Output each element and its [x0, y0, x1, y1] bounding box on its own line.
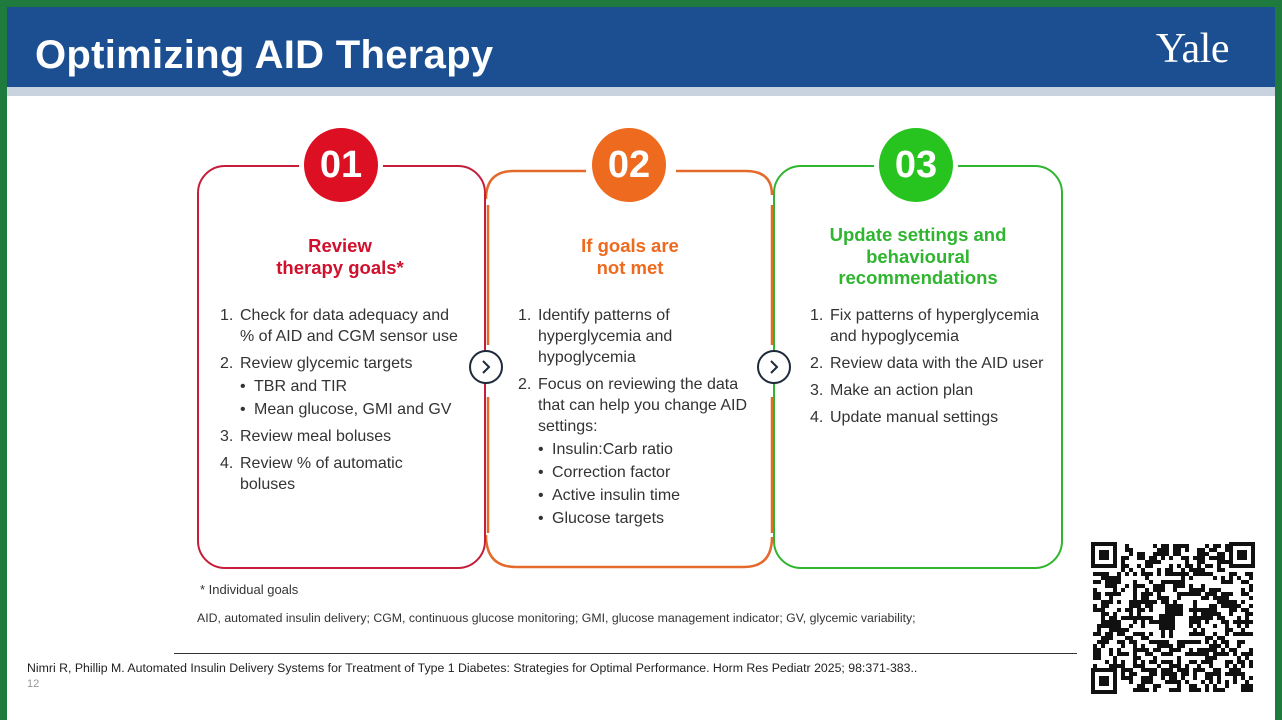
list-item: 1. Fix patterns of hyperglycemia and hyp… [810, 307, 1039, 345]
sub-item: •Mean glucose, GMI and GV [240, 401, 452, 418]
sub-item: •TBR and TIR [240, 378, 348, 395]
sub-item: •Correction factor [538, 464, 671, 481]
list-item: 2. Review glycemic targets •TBR and TIR … [220, 353, 460, 420]
list-item: 1. Identify patterns of hyperglycemia an… [518, 307, 673, 366]
header-rule [7, 87, 1275, 96]
list-item: 3. Make an action plan [810, 382, 974, 399]
slide-title: Optimizing AID Therapy [35, 33, 494, 77]
citation: Nimri R, Phillip M. Automated Insulin De… [27, 661, 918, 675]
step-heading-1: Review therapy goals* [276, 235, 404, 278]
qr-code-icon [1089, 540, 1257, 696]
step-heading-2: If goals are not met [581, 235, 679, 278]
step-badge-3: 03 [879, 128, 953, 202]
chevron-right-icon [757, 350, 791, 384]
list-item: 2. Review data with the AID user [810, 355, 1044, 372]
list-item: 3. Review meal boluses [220, 428, 392, 445]
chevron-right-icon [469, 350, 503, 384]
citation-rule [174, 653, 1077, 654]
page-number: 12 [27, 678, 40, 690]
step-list-1: 1. Check for data adequacy and % of AID … [220, 305, 460, 501]
yale-logo: Yale [1155, 26, 1230, 72]
step-panel-1 [197, 165, 486, 569]
list-item: 2. Focus on reviewing the data that can … [518, 374, 758, 529]
header-bar: Optimizing AID Therapy Yale [7, 7, 1275, 87]
sub-item: •Active insulin time [538, 487, 681, 504]
list-item: 4. Review % of automatic boluses [220, 455, 403, 493]
step-list-2: 1. Identify patterns of hyperglycemia an… [518, 305, 758, 535]
sub-item: •Glucose targets [538, 510, 665, 527]
step-badge-2: 02 [592, 128, 666, 202]
step-badge-1: 01 [304, 128, 378, 202]
abbreviations: AID, automated insulin delivery; CGM, co… [197, 611, 916, 625]
list-item: 4. Update manual settings [810, 409, 999, 426]
step-heading-3: Update settings and behavioural recommen… [829, 224, 1007, 288]
sub-item: •Insulin:Carb ratio [538, 441, 673, 458]
footnote: * Individual goals [200, 582, 299, 597]
step-list-3: 1. Fix patterns of hyperglycemia and hyp… [810, 305, 1050, 434]
step-panel-3 [773, 165, 1063, 569]
list-item: 1. Check for data adequacy and % of AID … [220, 307, 458, 345]
